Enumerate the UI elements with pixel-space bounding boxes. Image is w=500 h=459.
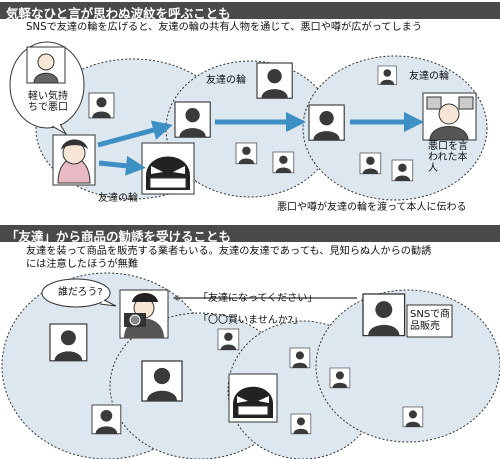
person-icon xyxy=(49,323,88,362)
person-icon xyxy=(217,328,240,351)
section2-description-line1: 友達を装って商品を販売する業者もいる。友達の友達であっても、見知らぬ人からの勧誘 xyxy=(26,246,432,257)
person-icon xyxy=(289,347,311,369)
victim-label: 悪口を言われた本人 xyxy=(428,141,468,174)
person-icon xyxy=(308,104,345,141)
circle-label-left: 友達の輪 xyxy=(98,193,138,204)
spread-arrow xyxy=(98,155,146,176)
seller-person-icon xyxy=(362,293,406,337)
question-bubble xyxy=(41,278,117,308)
person-icon xyxy=(256,62,293,99)
section1-description: SNSで友達の輪を広げると、友達の輪の共有人物を通じて、悪口や噂が広がってしまう xyxy=(26,22,423,33)
seller-label-box xyxy=(406,304,453,338)
person-icon xyxy=(235,142,258,165)
circle-label-mid: 友達の輪 xyxy=(206,75,246,86)
speech-bubble-text: 軽い気持ちで悪口 xyxy=(28,91,68,113)
quote-friend-request: 「友達になってください」 xyxy=(198,293,318,304)
person-icon xyxy=(91,404,122,435)
question-bubble-text: 誰だろう? xyxy=(58,287,103,298)
masked-person-icon xyxy=(141,142,195,195)
spread-arrow xyxy=(97,120,173,148)
person-icon xyxy=(174,101,211,138)
person-icon xyxy=(402,406,424,428)
speaker-woman-icon xyxy=(52,134,96,186)
recipient-person-icon xyxy=(119,289,169,339)
person-icon xyxy=(377,65,397,85)
quote-sales-pitch: 「〇〇買いませんか?」 xyxy=(198,315,304,326)
section2-title-band: 「友達」から商品の勧誘を受けることも xyxy=(0,225,500,244)
masked-person-icon xyxy=(228,373,278,423)
section1-caption: 悪口や噂が友達の輪を渡って本人に伝わる xyxy=(277,202,467,213)
section2-title: 「友達」から商品の勧誘を受けることも xyxy=(6,229,232,244)
section2-description-line2: には注意したほうが無難 xyxy=(26,259,139,270)
victim-person-icon xyxy=(422,92,477,141)
person-icon xyxy=(329,367,351,389)
person-icon xyxy=(88,92,115,119)
person-icon xyxy=(272,151,295,174)
person-icon xyxy=(359,152,382,175)
section1-title-band: 気軽なひと言が思わぬ波紋を呼ぶことも xyxy=(0,2,500,21)
person-icon xyxy=(391,159,414,182)
section1-title: 気軽なひと言が思わぬ波紋を呼ぶことも xyxy=(6,6,231,21)
person-icon xyxy=(290,413,312,435)
speech-bubble xyxy=(9,41,85,136)
seller-label: SNSで商品販売 xyxy=(410,309,451,332)
person-icon xyxy=(141,360,183,402)
circle-label-right: 友達の輪 xyxy=(409,71,449,82)
friend-circle-right xyxy=(302,55,488,201)
friend-circle-4 xyxy=(315,289,500,443)
